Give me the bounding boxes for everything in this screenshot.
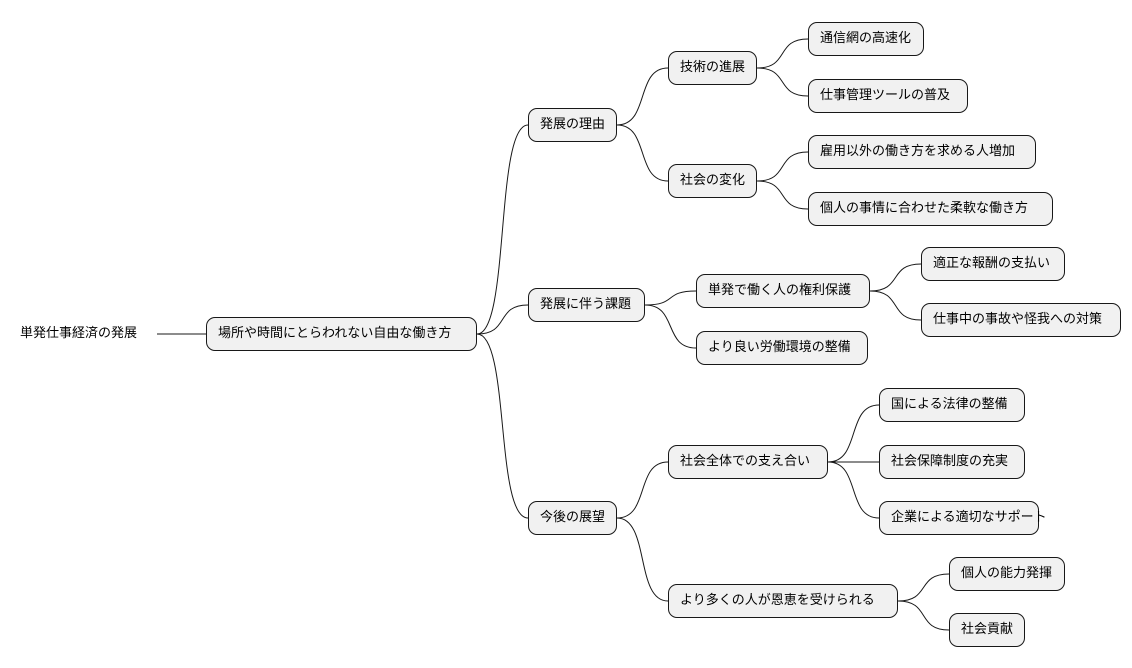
leaf-node: 通信網の高速化 xyxy=(808,22,924,56)
branch-node-reasons: 発展の理由 xyxy=(528,108,617,142)
leaf-node: 個人の事情に合わせた柔軟な働き方 xyxy=(808,192,1053,226)
child-node-environment: より良い労働環境の整備 xyxy=(696,331,868,365)
connector-b0-c1 xyxy=(616,124,669,182)
leaf-node: 社会保障制度の充実 xyxy=(879,445,1025,479)
connector-b0c1-l0 xyxy=(756,151,809,182)
root-node: 単発仕事経済の発展 xyxy=(20,326,138,341)
leaf-node: 社会貢献 xyxy=(949,613,1025,647)
leaf-node: 仕事管理ツールの普及 xyxy=(808,79,968,113)
connector-b1-c1 xyxy=(644,304,697,349)
child-node-tech: 技術の進展 xyxy=(668,51,757,85)
leaf-node: 雇用以外の働き方を求める人増加 xyxy=(808,135,1036,169)
connector-b1c0-l0 xyxy=(869,263,922,292)
leaf-node: 個人の能力発揮 xyxy=(949,557,1065,591)
connector-b0-c0 xyxy=(616,67,669,126)
child-node-support: 社会全体での支え合い xyxy=(668,445,828,479)
leaf-node: 企業による適切なサポート xyxy=(879,501,1047,535)
connector-level1-b0 xyxy=(476,124,529,335)
connector-b0c0-l1 xyxy=(756,67,809,97)
connector-b2c1-l0 xyxy=(897,573,950,602)
connector-b1c0-l1 xyxy=(869,290,922,321)
connector-b0c0-l0 xyxy=(756,38,809,69)
branch-node-outlook: 今後の展望 xyxy=(528,501,617,535)
connector-b2-c1 xyxy=(616,517,669,602)
leaf-node: 仕事中の事故や怪我への対策 xyxy=(921,303,1121,337)
connector-level1-b1 xyxy=(476,304,529,335)
leaf-node: 国による法律の整備 xyxy=(879,388,1025,422)
child-node-benefit: より多くの人が恩恵を受けられる xyxy=(668,584,898,618)
child-node-rights: 単発で働く人の権利保護 xyxy=(696,274,870,308)
connector-b2c0-l0 xyxy=(827,404,880,463)
connector-b0c1-l1 xyxy=(756,180,809,210)
branch-node-issues: 発展に伴う課題 xyxy=(528,288,645,322)
connector-b2c0-l2 xyxy=(827,461,880,519)
connector-b2-c0 xyxy=(616,461,669,519)
child-node-society: 社会の変化 xyxy=(668,164,757,198)
leaf-node: 適正な報酬の支払い xyxy=(921,247,1065,281)
connector-level1-b2 xyxy=(476,333,529,519)
connector-b1-c0 xyxy=(644,290,697,306)
level1-node: 場所や時間にとらわれない自由な働き方 xyxy=(206,317,477,351)
connector-b2c1-l1 xyxy=(897,600,950,631)
